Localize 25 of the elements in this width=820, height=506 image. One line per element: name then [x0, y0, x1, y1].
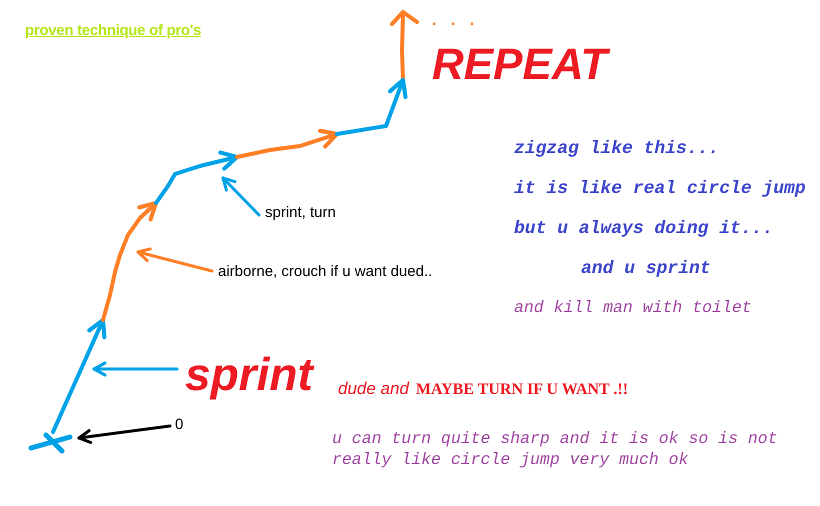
leader-arrow — [136, 247, 214, 272]
note-text: and u sprint — [581, 259, 711, 280]
leader-arrow — [78, 424, 172, 444]
path-arrow — [154, 150, 240, 205]
note-text: it is like real circle jump — [514, 179, 806, 200]
leader-arrow — [92, 362, 178, 376]
annotation-text: sprint, turn — [265, 204, 336, 222]
path-arrow — [235, 128, 340, 159]
annotation-text: MAYBE TURN IF U WANT .!! — [416, 381, 628, 398]
note-text: zigzag like this... — [514, 139, 720, 160]
path-arrow — [390, 10, 419, 82]
note-text: but u always doing it... — [514, 219, 774, 240]
annotation-text: airborne, crouch if u want dued.. — [218, 263, 432, 280]
title: proven technique of pro's — [25, 22, 202, 40]
ellipsis-text: . . . — [432, 12, 480, 29]
path-arrow — [51, 318, 106, 434]
path-arrow — [335, 78, 408, 136]
leader-arrow — [222, 176, 260, 216]
path-arrow — [101, 200, 158, 322]
annotation-text: dude and — [338, 379, 409, 398]
note-text: and kill man with toilet — [514, 299, 752, 318]
note-text: u can turn quite sharp and it is ok so is not really like circle jump very much ok — [332, 428, 779, 470]
annotation-text: sprint — [185, 348, 313, 401]
cross-mark — [28, 432, 72, 454]
annotation-text: 0 — [175, 416, 184, 434]
